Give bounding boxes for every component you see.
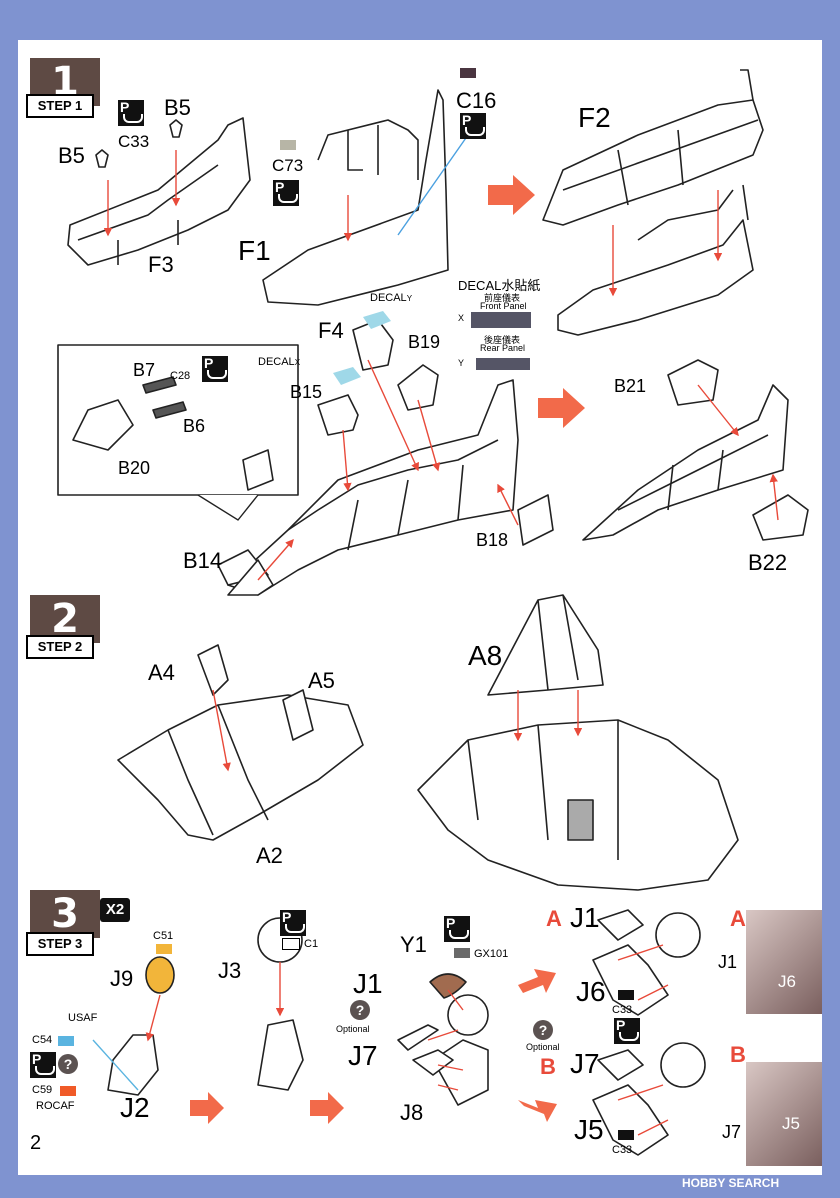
decal-rear-cn: 後座儀表	[484, 335, 521, 345]
step-2-label: STEP 2	[26, 635, 94, 659]
part-label-b22: B22	[748, 550, 788, 575]
step-3-number: 3	[30, 890, 100, 938]
color-swatch-c54	[58, 1036, 74, 1046]
decal-y-mark: Y	[458, 358, 465, 368]
decal-rear-en: Rear Panel	[480, 343, 526, 353]
part-label-j6-option-a: J6	[576, 976, 606, 1007]
color-label-c33: C33	[118, 132, 150, 151]
part-label-b5-left: B5	[58, 143, 85, 168]
decal-front-en: Front Panel	[480, 301, 527, 311]
part-label-f3: F3	[148, 252, 174, 277]
optional-icon: ?	[533, 1020, 553, 1040]
photo-option-a	[746, 910, 822, 1014]
part-label-a2: A2	[256, 843, 283, 868]
step-3-label: STEP 3	[26, 932, 94, 956]
part-label-j7-option-b: J7	[570, 1048, 600, 1079]
color-label-c51: C51	[153, 930, 174, 942]
color-label-c28: C28	[170, 370, 191, 382]
paint-icon: P	[444, 915, 470, 942]
paint-icon: P	[202, 355, 228, 382]
part-label-b7: B7	[133, 360, 156, 380]
photo-label-j5: J5	[782, 1114, 800, 1133]
paint-icon: P	[614, 1017, 640, 1044]
photo-label-j1: J1	[718, 952, 738, 972]
option-b-label: B	[540, 1054, 556, 1079]
optional-icon: ?	[58, 1054, 78, 1074]
optional-label: Optional	[336, 1024, 370, 1034]
color-swatch-c33	[618, 990, 634, 1000]
paint-icon: P	[273, 179, 299, 206]
color-label-c73: C73	[272, 156, 304, 175]
color-label-c1: C1	[304, 938, 319, 950]
part-label-j5-option-b: J5	[574, 1114, 604, 1145]
color-swatch-c51	[156, 944, 172, 954]
photo-label-j6: J6	[778, 972, 796, 991]
part-label-f1: F1	[238, 235, 271, 266]
part-label-j9: J9	[110, 966, 134, 991]
part-label-b15: B15	[290, 382, 323, 402]
option-a-label: A	[546, 906, 562, 931]
photo-option-b	[746, 1062, 822, 1166]
rocaf-label: ROCAF	[36, 1100, 75, 1112]
color-swatch-c73	[280, 140, 296, 150]
color-label-c54: C54	[32, 1034, 53, 1046]
part-label-f4: F4	[318, 318, 344, 343]
option-a-label-right: A	[730, 906, 746, 931]
color-label-gx101: GX101	[474, 948, 509, 960]
decal-front-cn: 前座儀表	[484, 293, 521, 303]
part-label-f2: F2	[578, 102, 611, 133]
multiplier-badge: X2	[100, 898, 130, 922]
paint-icon: P	[118, 99, 144, 126]
color-swatch-c16	[460, 68, 476, 78]
part-label-a5: A5	[308, 668, 335, 693]
part-label-j8: J8	[400, 1100, 424, 1125]
instruction-page: 1 STEP 1 2 STEP 2 3 STEP 3 B5 B5 P C33 F…	[18, 40, 822, 1175]
part-label-j3: J3	[218, 958, 242, 983]
part-label-j7: J7	[348, 1040, 378, 1071]
decal-x-mark: X	[458, 313, 465, 323]
part-label-a8: A8	[468, 640, 503, 671]
part-label-j1: J1	[353, 968, 383, 999]
part-label-j1-option-a: J1	[570, 902, 600, 933]
paint-icon: P	[280, 909, 306, 936]
photo-label-j7: J7	[722, 1122, 742, 1142]
part-label-b6: B6	[183, 416, 206, 436]
optional-label: Optional	[526, 1042, 560, 1052]
color-label-c59: C59	[32, 1084, 53, 1096]
part-label-b5-right: B5	[164, 95, 191, 120]
color-label-c33-b: C33	[612, 1144, 633, 1156]
part-label-b18: B18	[476, 530, 509, 550]
assembly-drawings	[57, 69, 809, 1156]
decal-y-label: DECALY	[370, 292, 413, 304]
part-label-y1: Y1	[400, 932, 427, 957]
decal-title: DECAL水貼紙	[458, 278, 541, 293]
optional-icon: ?	[350, 1000, 370, 1020]
step-1-label: STEP 1	[26, 94, 94, 118]
part-label-b19: B19	[408, 332, 441, 352]
paint-icon: P	[30, 1051, 56, 1078]
color-label-c33-a: C33	[612, 1004, 633, 1016]
part-label-a4: A4	[148, 660, 175, 685]
option-b-label-right: B	[730, 1042, 746, 1067]
usaf-label: USAF	[68, 1012, 98, 1024]
part-label-b21: B21	[614, 376, 647, 396]
color-swatch-gx101	[454, 948, 470, 958]
watermark: HOBBY SEARCH	[682, 1176, 780, 1190]
paint-icon: P	[460, 112, 486, 139]
color-label-c16: C16	[456, 88, 497, 113]
page-number: 2	[30, 1132, 42, 1154]
color-swatch-c1	[282, 938, 300, 950]
decal-x-label: DECALX	[258, 356, 301, 368]
part-label-j2: J2	[120, 1092, 150, 1123]
part-label-b20: B20	[118, 458, 151, 478]
color-swatch-c59	[60, 1086, 76, 1096]
part-label-b14: B14	[183, 548, 223, 573]
color-swatch-c33	[618, 1130, 634, 1140]
